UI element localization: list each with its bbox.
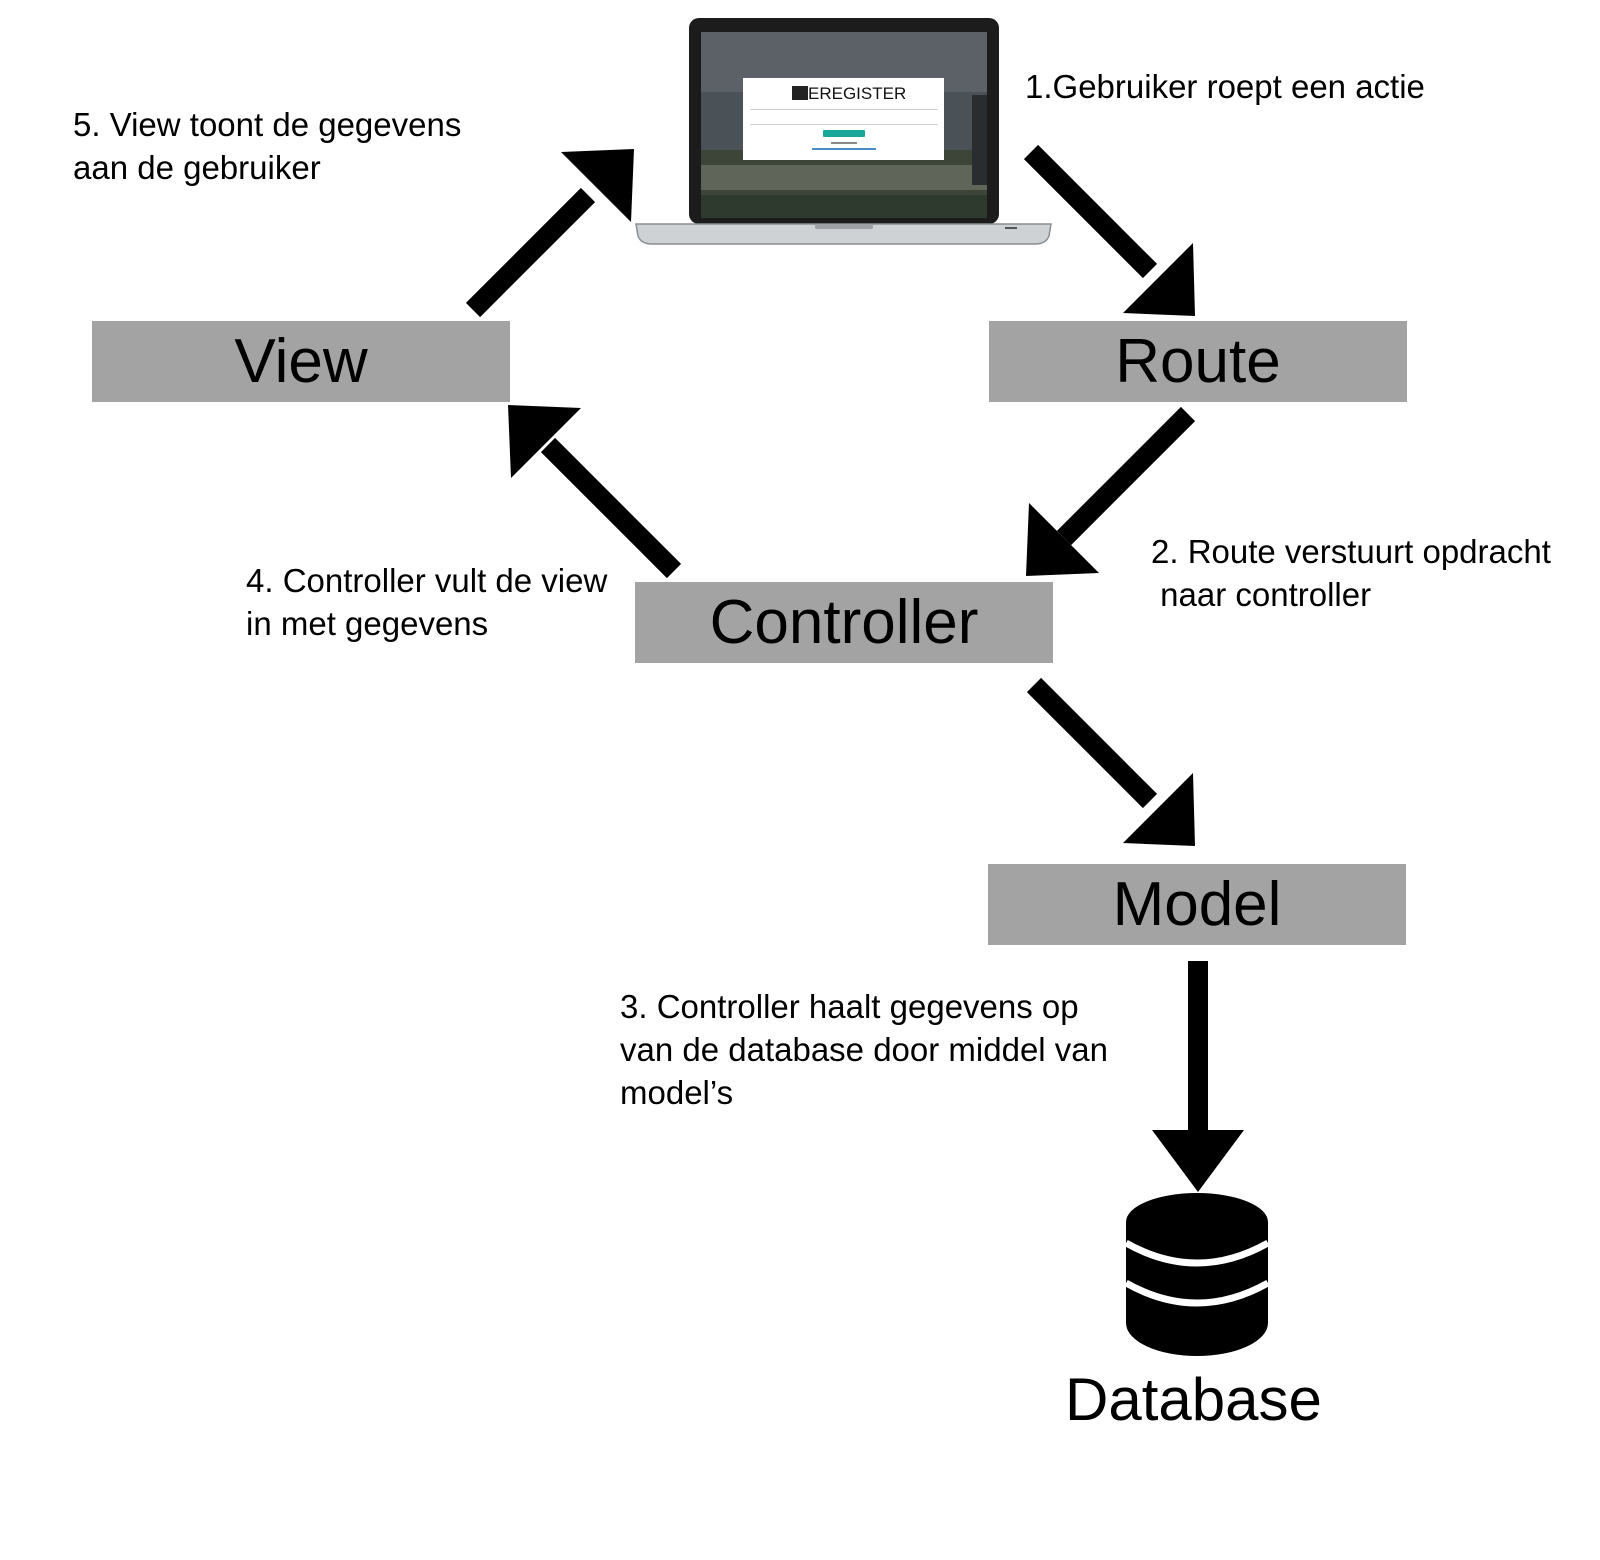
route-node: Route [989,321,1407,402]
route-node-label: Route [1115,326,1281,396]
laptop-icon: EREGISTER [635,18,1052,245]
step1-label: 1.Gebruiker roept een actie [1025,68,1425,105]
laptop-logo-text: EREGISTER [808,84,906,103]
step2-label: 2. Route verstuurt opdracht naar control… [1151,533,1551,613]
view-node-label: View [234,326,368,396]
controller-node-label: Controller [709,587,979,657]
arrow-model [1026,677,1195,846]
model-node-label: Model [1112,869,1282,939]
arrow-step5 [465,149,634,318]
model-node: Model [988,864,1406,945]
controller-node: Controller [635,582,1053,663]
arrow-step2 [1026,406,1196,576]
view-node: View [92,321,510,402]
step5-label: 5. View toont de gegevens aan de gebruik… [73,106,462,186]
login-button-shape [823,130,865,137]
database-label: Database [1065,1366,1322,1433]
step4-label: 4. Controller vult de view in met gegeve… [246,562,608,642]
arrow-step4 [508,405,682,579]
step3-label: 3. Controller haalt gegevens op van de d… [620,988,1109,1111]
arrow-database [1152,961,1244,1192]
database-icon [1124,1193,1270,1356]
login-card: EREGISTER [743,78,944,160]
arrow-step1 [1023,144,1195,316]
